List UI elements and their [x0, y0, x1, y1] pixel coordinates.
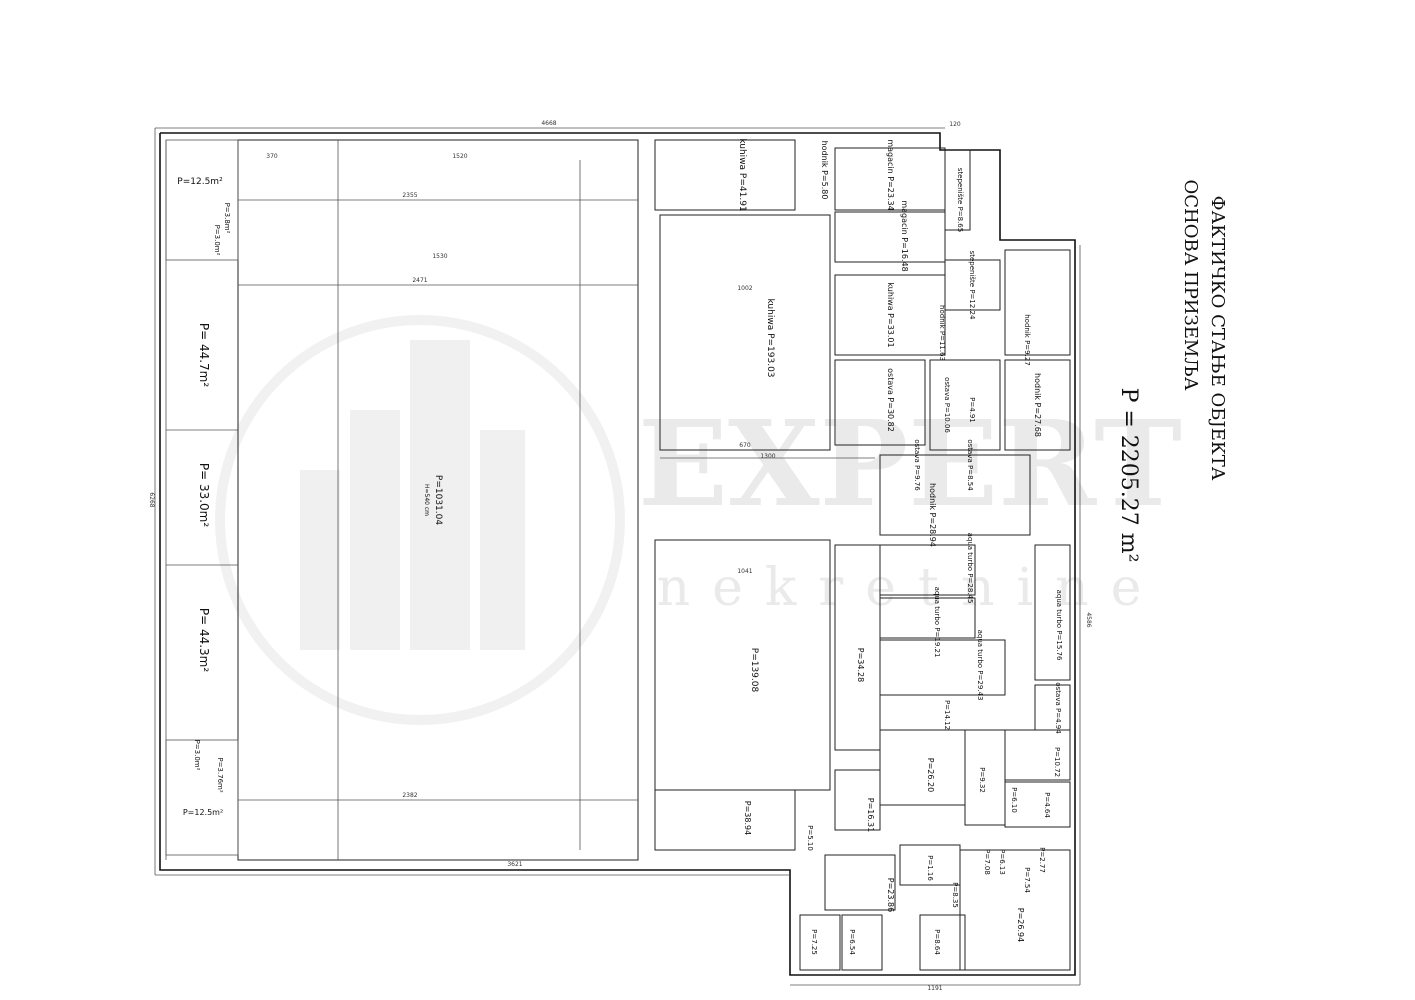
room-label: stepenište P=12.24 [968, 251, 976, 320]
main-hall [165, 139, 639, 861]
room-label: hodnik P=9.27 [1023, 314, 1031, 366]
room-label: ostava P=9.76 [913, 439, 921, 491]
room-label: P=5.10 [806, 825, 814, 851]
room-label: P=4.91 [968, 397, 976, 423]
room-label: P=1.16 [926, 855, 934, 881]
room-label: H=540 cm [423, 484, 430, 516]
room-label: P= 44.3m² [197, 608, 211, 673]
room-label: magacin P=23.34 [886, 139, 895, 210]
room-label: P=7.08 [983, 849, 991, 875]
title-line2: ОСНОВА ПРИЗЕМЉА [1180, 179, 1201, 390]
room-label: ostava P=10.06 [943, 377, 951, 433]
dim-top: 4668 [541, 120, 556, 127]
room-label: aqua turbo P=19.21 [933, 587, 941, 658]
room-label: P=3.0m² [213, 225, 221, 256]
room-label: P=2.77 [1038, 847, 1046, 873]
room-labels: P=12.5m² P=3.8m² P=3.0m² P= 44.7m² P= 33… [177, 138, 1063, 955]
room-label: magacin P=16.48 [900, 200, 909, 271]
dim-bottom: 3621 [507, 861, 522, 868]
room-label: hodnik P=11.63 [938, 305, 946, 361]
room-label: ostava P=30.82 [886, 368, 895, 432]
room-label: hodnik P=5.80 [820, 141, 829, 200]
room-label: P=12.5m² [183, 808, 223, 817]
dim-right: 4586 [1085, 612, 1092, 627]
room-label: P=139.08 [749, 648, 759, 693]
room-label: kuhiwa P=193.03 [765, 298, 775, 377]
room-label: P=1031.04 [433, 475, 443, 525]
room-label: P=3.8m² [223, 203, 231, 234]
title-block: ФАКТИЧКО СТАЊЕ ОБЈЕКТА ОСНОВА ПРИЗЕМЉА P… [1116, 179, 1228, 562]
dim-4: 2471 [412, 277, 427, 284]
watermark-sub: nekretnine [657, 558, 1164, 618]
room-label: P=10.72 [1053, 747, 1061, 777]
room-label: ostava P=4.94 [1054, 682, 1062, 734]
dimension-labels: 4668 120 6268 3621 1191 4586 1520 2355 1… [148, 120, 1092, 992]
dim-3: 1530 [432, 253, 447, 260]
room-label: aqua turbo P=15.76 [1055, 590, 1063, 661]
room-label: kuhiwa P=33.01 [886, 282, 895, 347]
room-label: P=7.54 [1023, 867, 1031, 893]
dim-6: 1002 [737, 285, 752, 292]
room-label: hodnik P=27.68 [1033, 373, 1042, 437]
dim-7: 1041 [737, 568, 752, 575]
room-label: aqua turbo P=28.45 [966, 533, 974, 604]
building-outline [154, 127, 1081, 986]
room-label: P=6.54 [848, 929, 856, 955]
room-label: aqua turbo P=29.43 [976, 630, 984, 701]
total-area: P = 2205.27 m² [1116, 388, 1141, 563]
room-label: P=38.94 [743, 801, 752, 835]
dim-2: 2355 [402, 192, 417, 199]
room-label: P=4.64 [1043, 792, 1051, 818]
kitchen-block [654, 139, 1071, 451]
room-label: P=8.35 [951, 882, 959, 908]
room-label: P=6.10 [1010, 787, 1018, 813]
room-label: kuhiwa P=41.91 [737, 138, 747, 211]
dim-8: 1300 [760, 453, 775, 460]
room-label: P= 44.7m² [197, 323, 211, 388]
title-line1: ФАКТИЧКО СТАЊЕ ОБЈЕКТА [1207, 196, 1228, 481]
dim-5: 2382 [402, 792, 417, 799]
room-label: P=34.28 [856, 648, 865, 682]
room-label: P=26.20 [926, 758, 935, 792]
room-label: P= 33.0m² [197, 463, 211, 528]
room-label: ostava P=8.54 [966, 439, 974, 491]
watermark-brand: EXPERT [638, 394, 1182, 533]
dim-1: 1520 [452, 153, 467, 160]
dim-left: 6268 [148, 492, 155, 507]
room-label: P=14.12 [943, 700, 951, 730]
room-label: stepenište P=8.65 [956, 168, 964, 232]
dim-10: 370 [266, 153, 278, 160]
dim-top-right: 120 [949, 121, 961, 128]
room-label: P=9.32 [978, 767, 986, 793]
dim-bottom-right: 1191 [927, 985, 942, 992]
watermark: EXPERT nekretnine [215, 315, 1182, 725]
lower-block [654, 454, 1071, 971]
room-label: P=3.0m² [193, 740, 201, 771]
room-label: P=8.64 [933, 929, 941, 955]
room-label: P=6.13 [998, 849, 1006, 875]
room-label: P=23.86 [886, 878, 895, 912]
room-label: P=7.25 [810, 929, 818, 955]
room-label: P=12.5m² [177, 177, 223, 187]
dim-9: 670 [739, 442, 751, 449]
room-label: P=26.94 [1016, 908, 1025, 942]
room-label: hodnik P=28.94 [928, 483, 937, 547]
room-label: P=16.31 [866, 798, 875, 832]
room-label: P=3.76m² [216, 757, 224, 792]
